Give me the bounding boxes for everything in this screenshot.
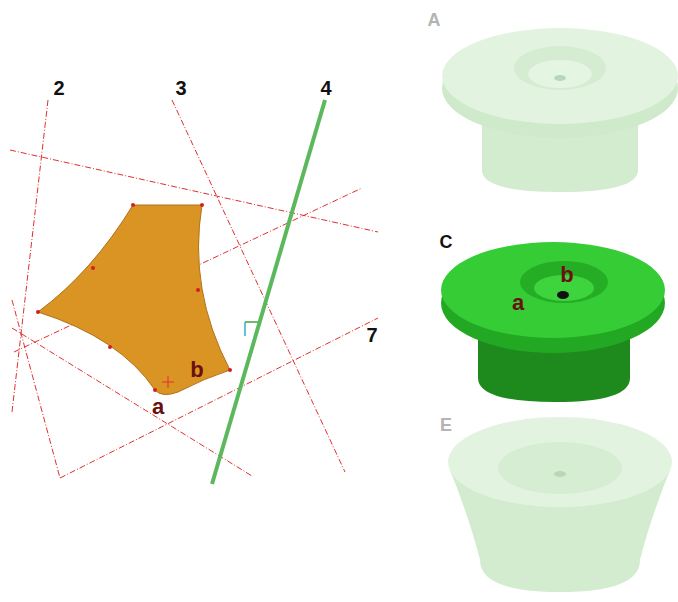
point-letter: b [560, 264, 573, 286]
line-number: 4 [320, 78, 331, 98]
origin-cross [162, 376, 174, 388]
line-number: 3 [175, 78, 186, 98]
sketch-profile [38, 205, 230, 395]
axis-line [212, 100, 325, 484]
line-number: 2 [53, 78, 64, 98]
view-letter: E [440, 416, 452, 434]
point-letter: a [152, 396, 164, 418]
view-letter: A [428, 11, 441, 29]
construction-lines [10, 100, 378, 478]
line-number: 7 [366, 325, 377, 345]
view-letter: C [440, 233, 453, 251]
part-view-a [442, 28, 678, 192]
part-view-c [441, 242, 665, 402]
point-letter: b [190, 359, 203, 381]
sketch-points [36, 203, 232, 392]
part-view-e [448, 417, 672, 592]
point-letter: a [512, 292, 524, 314]
